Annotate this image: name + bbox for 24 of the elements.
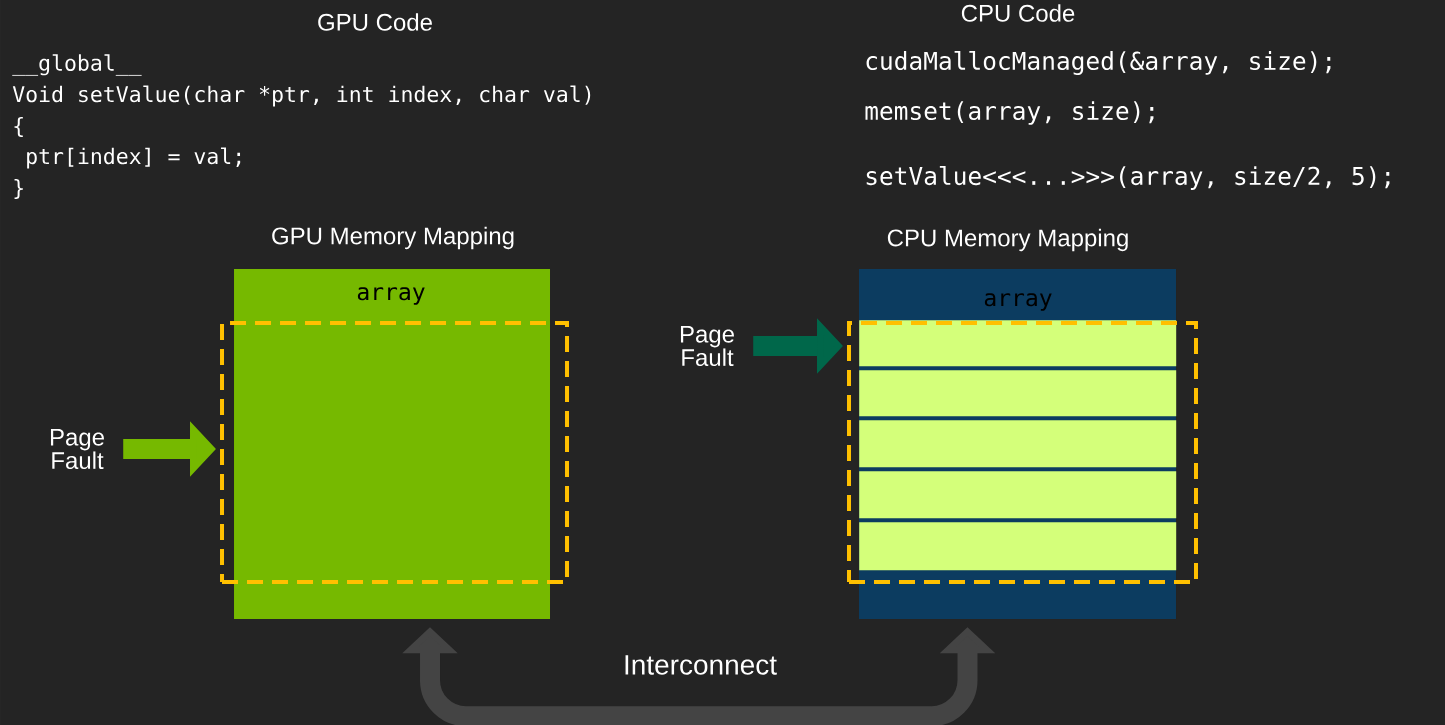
dashed-region (847, 321, 1198, 584)
fault-label: Page Fault (50, 428, 104, 470)
block-label: array (984, 293, 1052, 311)
code-line: setValue<<<...>>>(array, size/2, 5); (866, 166, 1390, 190)
section-title: GPU Code (318, 13, 432, 31)
memory-page (859, 522, 1177, 571)
code-line: memset(array, size); (865, 101, 1154, 125)
code-line: { (14, 117, 23, 137)
memory-page (859, 471, 1177, 519)
code-line: cudaMallocManaged(&array, size); (866, 51, 1331, 75)
memory-page (859, 420, 1177, 468)
code-line: __global__ (12, 54, 142, 76)
block-heading: CPU Memory Mapping (887, 228, 1128, 252)
code-line: ptr[index] = val; (27, 147, 241, 169)
dashed-region (220, 321, 569, 584)
edge-label: Interconnect (625, 655, 777, 675)
code-line: } (14, 179, 23, 199)
section-title: CPU Code (961, 4, 1075, 22)
fault-label: Page Fault (680, 325, 734, 367)
block-label: array (357, 287, 425, 305)
memory-page (859, 320, 1177, 367)
block-heading: GPU Memory Mapping (272, 226, 514, 250)
code-line: Void setValue(char *ptr, int index, char val) (12, 85, 591, 107)
memory-page (859, 370, 1177, 417)
